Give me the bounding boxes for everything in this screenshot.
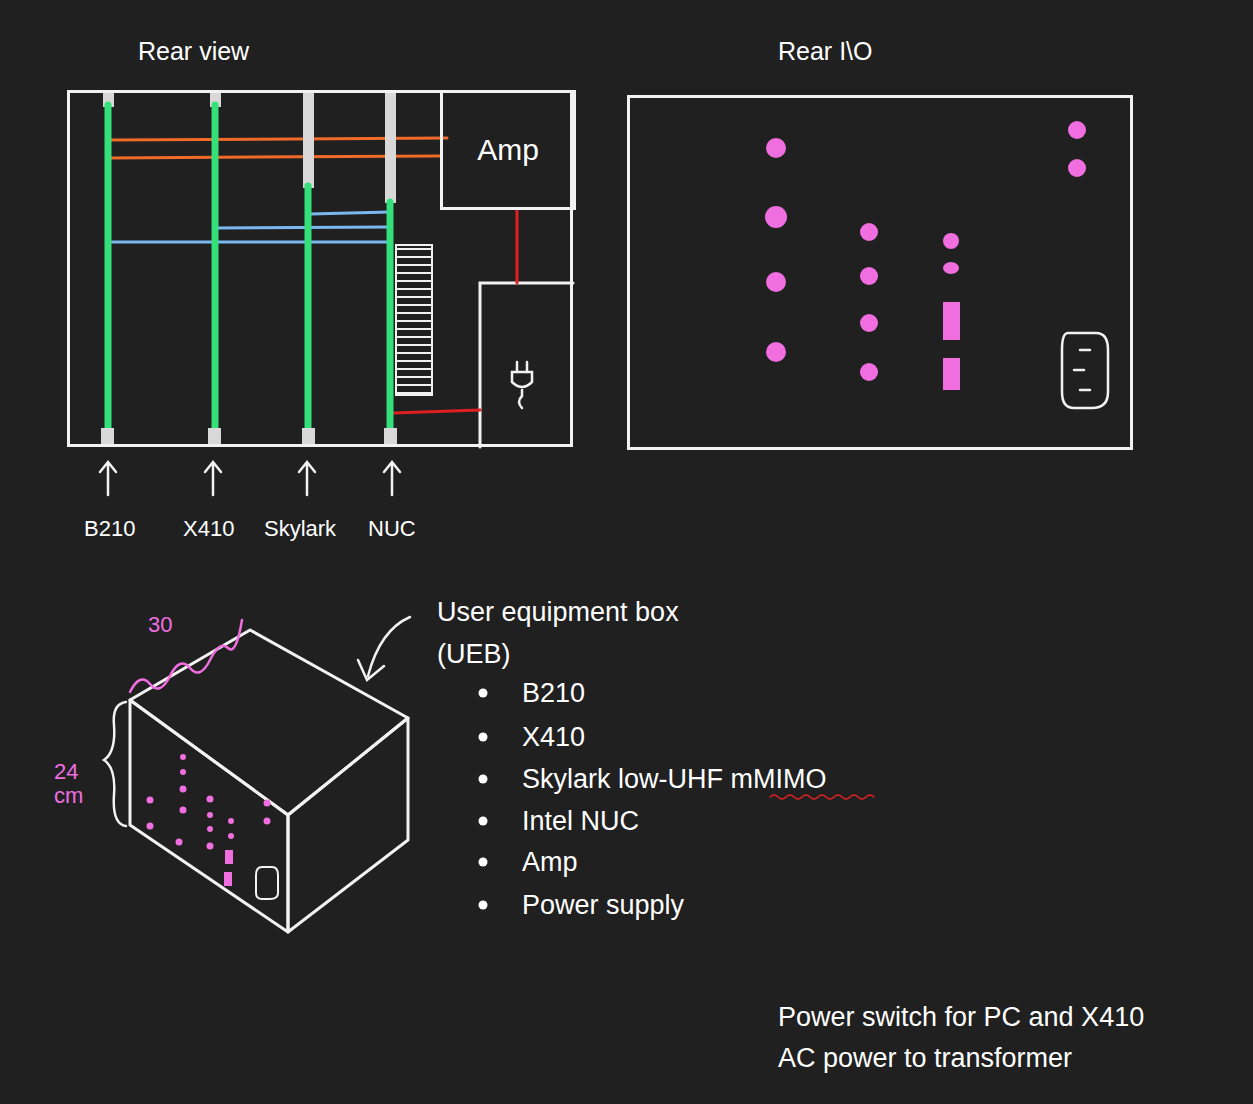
device-bars	[101, 93, 397, 444]
box-heading: Rear view	[138, 37, 249, 66]
red-power-line	[516, 210, 519, 283]
list-item: Amp	[522, 846, 578, 878]
note: AC power to transformer	[778, 1042, 1072, 1074]
cube-iec	[256, 867, 278, 899]
dimension: 30	[148, 612, 172, 638]
spellcheck-squiggle	[770, 795, 874, 799]
blue-cable	[215, 227, 390, 228]
list-item: Power supply	[522, 889, 684, 921]
red-power-line	[394, 410, 480, 413]
cube-ports	[147, 754, 271, 886]
callout-text: User equipment box (UEB)	[437, 592, 737, 676]
device-label: X410	[183, 516, 234, 542]
device-label: NUC	[368, 516, 416, 542]
rear-view-box: Rear viewAmp	[67, 90, 573, 447]
psu-box	[480, 283, 573, 447]
note: Power switch for PC and X410	[778, 1001, 1144, 1033]
device-label: B210	[84, 516, 135, 542]
amp-box: Amp	[440, 90, 576, 210]
callout-arrow	[358, 617, 410, 680]
plug-icon	[512, 362, 532, 408]
width-squiggle	[130, 620, 242, 692]
height-brace	[104, 702, 126, 826]
io-ports	[765, 121, 1086, 390]
box-heading: Rear I\O	[778, 37, 872, 66]
iec-connector	[1062, 333, 1108, 408]
dimension: 24 cm	[54, 760, 92, 808]
list-item: Intel NUC	[522, 805, 639, 837]
device-label: Skylark	[264, 516, 336, 542]
blue-cable	[112, 241, 390, 244]
blue-cable	[310, 212, 390, 214]
box-label: Amp	[477, 133, 539, 167]
list-item: Skylark low-UHF mMIMO	[522, 763, 827, 795]
rear-io-box: Rear I\O	[627, 95, 1133, 450]
list-bullets	[479, 689, 488, 910]
list-item: X410	[522, 721, 585, 753]
heatsink	[396, 245, 432, 395]
pointer-arrows	[100, 462, 400, 495]
orange-cable	[108, 138, 447, 140]
list-item: B210	[522, 677, 585, 709]
